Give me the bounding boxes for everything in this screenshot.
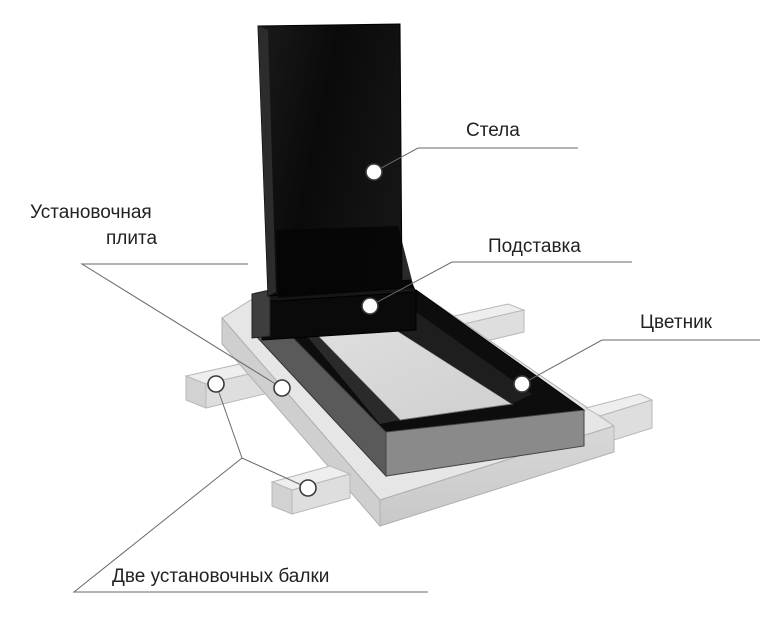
- marker-beam-lower: [299, 479, 317, 497]
- marker-plate: [273, 379, 291, 397]
- markers: [207, 163, 531, 497]
- marker-beam-upper: [207, 375, 225, 393]
- marker-stand: [361, 297, 379, 315]
- callout-beams-main: [72, 457, 428, 593]
- callout-stela: [373, 147, 578, 173]
- label-stand: Подставка: [488, 236, 581, 257]
- marker-flowerbed: [513, 375, 531, 393]
- callout-beam-lower: [241, 457, 309, 489]
- callout-lines: [72, 147, 760, 593]
- label-plate-line1: Установочная: [30, 202, 152, 223]
- label-stela: Стела: [466, 120, 520, 141]
- callout-stand: [369, 261, 632, 307]
- stela: [257, 23, 414, 298]
- callout-flowerbed: [521, 339, 760, 385]
- label-plate-line2: плита: [106, 228, 158, 249]
- beam-front: [270, 393, 654, 515]
- callout-plate: [80, 263, 283, 389]
- label-flowerbed: Цветник: [640, 312, 712, 333]
- callout-beam-upper: [215, 383, 243, 459]
- label-beams: Две установочных балки: [112, 566, 330, 587]
- marker-stela: [365, 163, 383, 181]
